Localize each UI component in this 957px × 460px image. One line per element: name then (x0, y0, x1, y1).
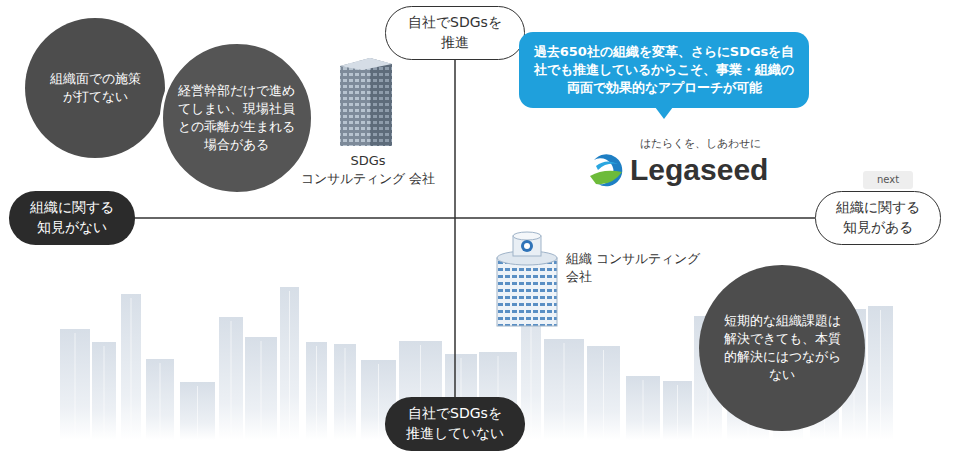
building-label: SDGs コンサルティング 会社 (299, 152, 437, 187)
skyline-building (245, 337, 277, 440)
skyline-line (75, 333, 76, 440)
axis-line (454, 60, 456, 398)
skyline-building (334, 344, 356, 440)
tagline: はたらくを、しあわせに (640, 137, 761, 152)
skyline-line (104, 346, 105, 440)
node-text: 組織に関する知見がない (27, 198, 117, 237)
logo-wordmark: Legaseed (630, 150, 768, 191)
skyline-building (544, 339, 584, 440)
logo-mark (588, 152, 624, 188)
skyline-line (564, 343, 565, 440)
building-label: 組織 コンサルティング 会社 (566, 250, 704, 285)
org-building (497, 232, 557, 326)
skyline-building (121, 294, 141, 440)
skyline-line (289, 291, 290, 440)
skyline-line (261, 341, 262, 440)
skyline-building (663, 381, 692, 440)
skyline-building (219, 317, 243, 440)
skyline-line (316, 346, 317, 440)
next-tag: next (863, 171, 913, 189)
node-text: 経営幹部だけで進めてしまい、現場社員との乖離が生まれる場合がある (178, 82, 296, 155)
skyline-building (868, 306, 893, 440)
skyline-line (880, 310, 881, 440)
axis-pill: 組織に関する知見がある (815, 191, 941, 244)
node-text: 過去650社の組織を変革、さらにSDGsを自社でも推進しているからこそ、事業・組… (533, 43, 795, 98)
node-text: 自社でSDGsを推進していない (403, 404, 507, 443)
axis-pill: 組織に関する知見がない (9, 191, 135, 244)
skyline-line (131, 298, 132, 440)
skyline-line (603, 350, 604, 440)
skyline-building (626, 376, 660, 440)
skyline-building (60, 329, 90, 440)
skyline-line (378, 364, 379, 440)
node-text: 短期的な組織課題は解決できても、本質的解決にはつながらない (723, 312, 841, 385)
skyline-line (677, 385, 678, 440)
axis-pill: 自社でSDGsを推進 (385, 6, 525, 59)
callout-tail (655, 107, 673, 119)
skyline-line (160, 363, 161, 440)
skyline-line (231, 321, 232, 440)
axis-line (135, 217, 815, 219)
node-text: 自社でSDGsを推進 (403, 13, 507, 52)
skyline-line (345, 348, 346, 440)
skyline-line (643, 380, 644, 440)
problem-circle: 短期的な組織課題は解決できても、本質的解決にはつながらない (699, 265, 865, 431)
skyline-line (197, 386, 198, 440)
node-text: 組織に関する知見がある (833, 198, 923, 237)
skyline-building (280, 287, 299, 440)
speech-callout: 過去650社の組織を変革、さらにSDGsを自社でも推進しているからこそ、事業・組… (519, 32, 809, 109)
node-text: next (868, 173, 908, 187)
sdgs-building (340, 58, 392, 146)
problem-circle: 経営幹部だけで進めてしまい、現場社員との乖離が生まれる場合がある (160, 41, 315, 196)
node-text: 組織面での施策が打てない (49, 70, 141, 106)
skyline-building (146, 359, 174, 440)
axis-pill: 自社でSDGsを推進していない (385, 397, 525, 450)
skyline-building (180, 382, 215, 440)
problem-circle: 組織面での施策が打てない (25, 18, 165, 158)
skyline-building (306, 342, 327, 440)
skyline-building (92, 342, 116, 440)
skyline-building (587, 346, 620, 440)
